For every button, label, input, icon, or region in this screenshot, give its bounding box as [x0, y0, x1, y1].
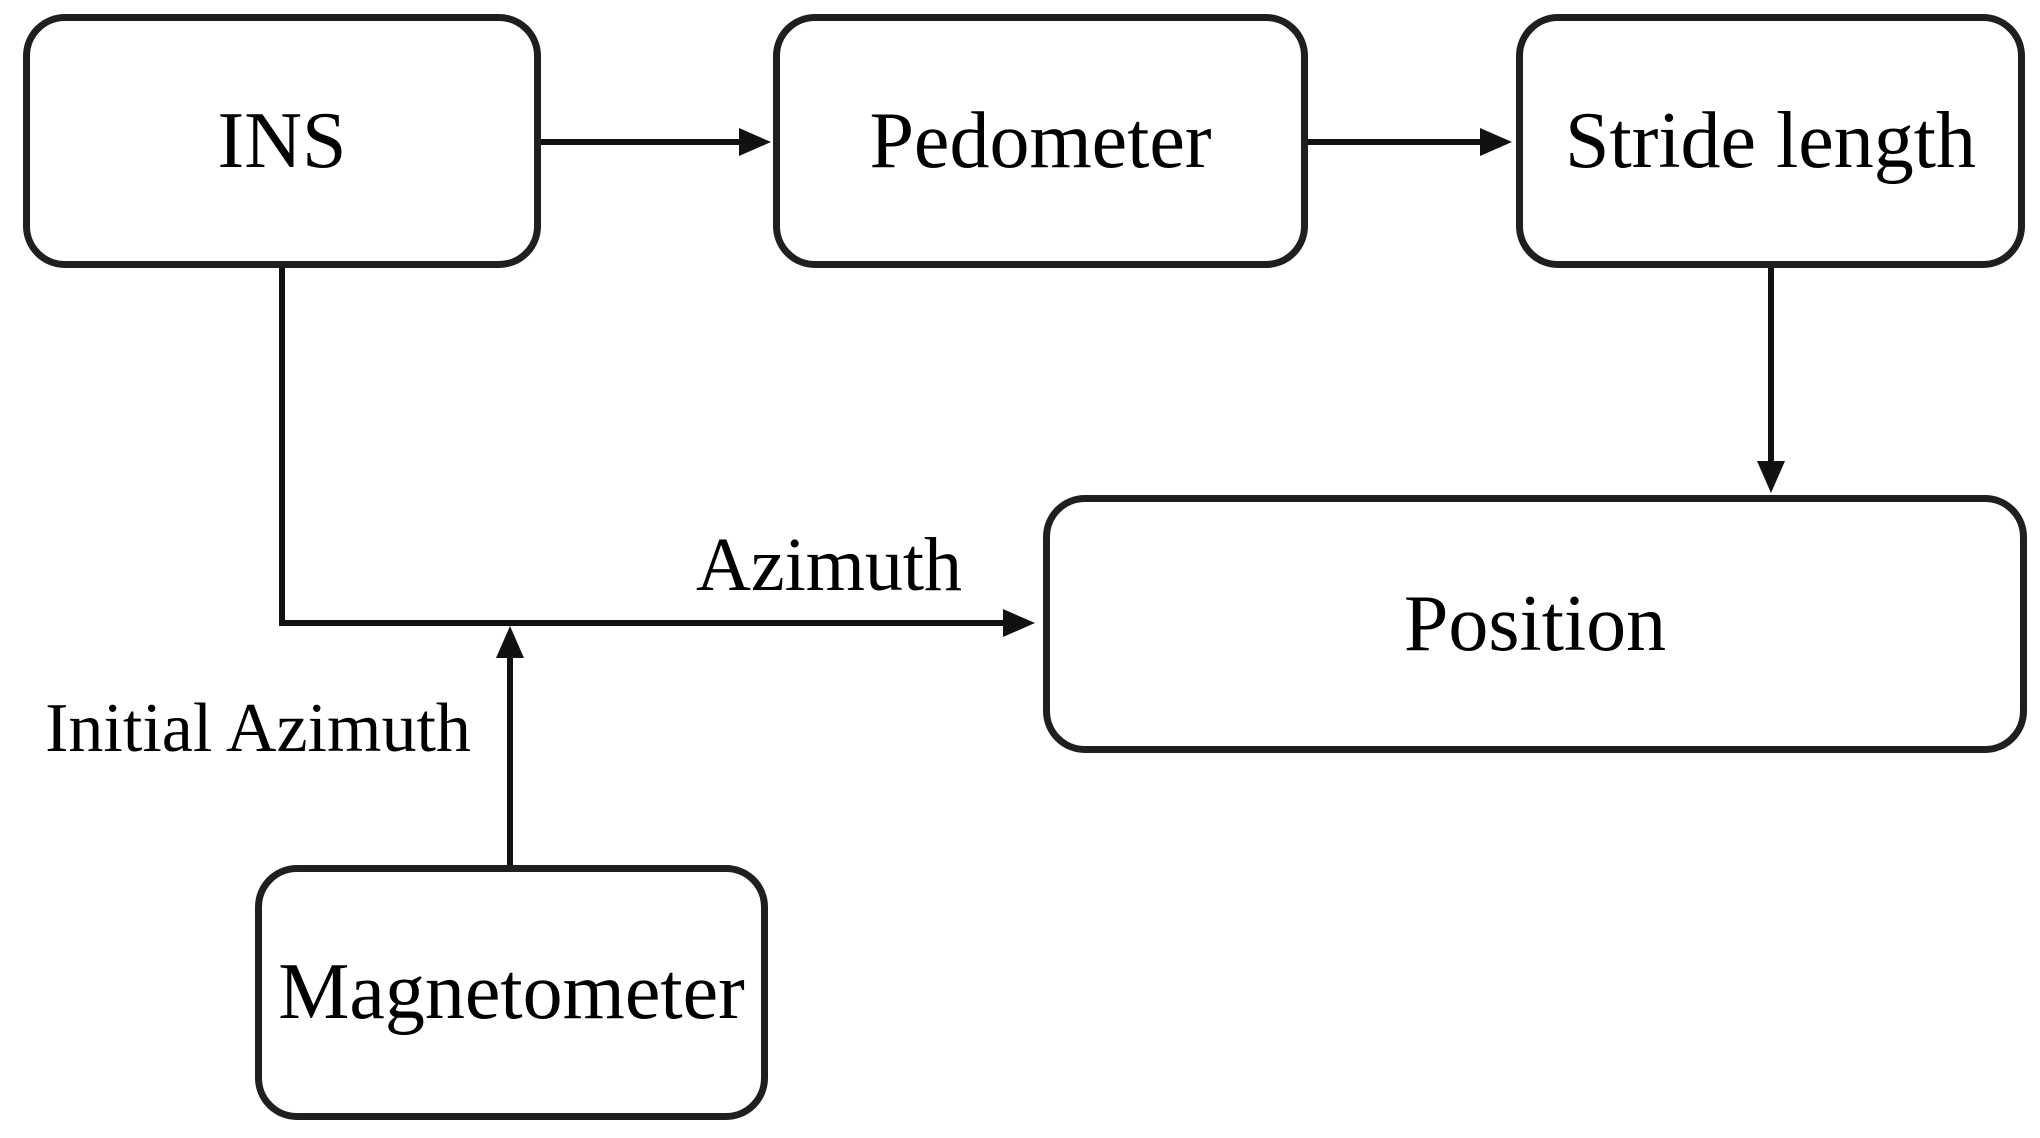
node-position: Position [1043, 495, 2027, 753]
node-magnetometer-label: Magnetometer [278, 948, 745, 1036]
arrowhead-right-icon [1003, 609, 1035, 637]
node-position-label: Position [1403, 579, 1667, 668]
node-magnetometer: Magnetometer [255, 865, 768, 1120]
edge-ins-position-vertical-line [279, 268, 285, 626]
arrowhead-right-icon [1480, 128, 1512, 156]
node-ins-label: INS [217, 96, 347, 185]
edge-label-initial-azimuth: Initial Azimuth [45, 690, 471, 767]
edge-ins-position-horizontal-line [279, 620, 1003, 626]
edge-ins-pedometer-line [541, 139, 739, 145]
node-pedometer: Pedometer [773, 14, 1308, 268]
edge-pedometer-stride-line [1308, 139, 1480, 145]
node-ins: INS [23, 14, 541, 268]
edge-label-azimuth: Azimuth [696, 523, 962, 607]
edge-stride-position-line [1768, 268, 1774, 461]
arrowhead-right-icon [739, 128, 771, 156]
edge-magnetometer-line [507, 652, 513, 865]
node-pedometer-label: Pedometer [869, 96, 1212, 185]
node-stride-length: Stride length [1516, 14, 2025, 268]
arrowhead-up-icon [496, 626, 524, 658]
arrowhead-down-icon [1757, 461, 1785, 493]
node-stride-length-label: Stride length [1564, 96, 1977, 185]
